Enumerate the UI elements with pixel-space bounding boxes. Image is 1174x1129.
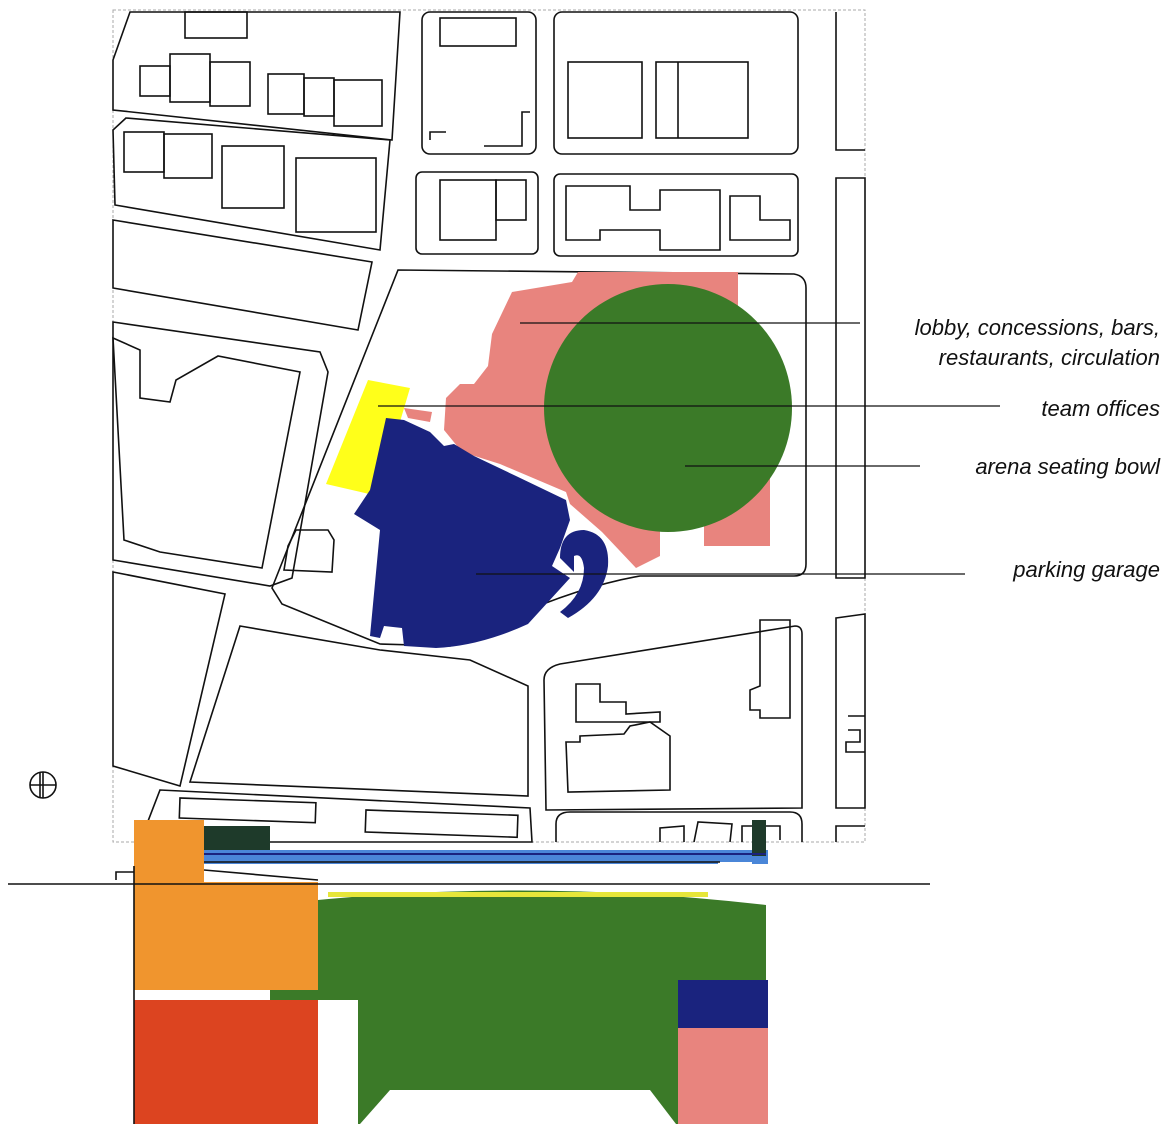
section-orange-block	[134, 820, 204, 990]
section-arena-bowl	[270, 890, 766, 1124]
program-areas	[326, 272, 792, 648]
arena-seating-bowl	[544, 284, 792, 532]
block-bottom-edge	[555, 811, 803, 842]
block-left-big	[112, 321, 329, 587]
label-lobby-line2: restaurants, circulation	[938, 345, 1160, 370]
block-top-middle	[421, 11, 537, 155]
city-blocks	[112, 11, 866, 843]
block-second-left	[112, 117, 391, 251]
section-blue-block	[678, 980, 768, 1028]
block-top-left	[112, 11, 401, 141]
section-drawing	[8, 820, 930, 1124]
section-dark-block	[204, 826, 270, 850]
block-right-strip	[835, 177, 866, 579]
team-offices-area	[326, 380, 410, 496]
section-yellow-line	[328, 892, 708, 897]
label-parking-garage: parking garage	[1013, 557, 1160, 582]
block-second-right	[553, 173, 799, 257]
block-bottom-middle	[188, 625, 529, 797]
label-lobby-line1: lobby, concessions, bars,	[914, 315, 1160, 340]
block-second-middle	[415, 171, 539, 255]
block-bottom-right	[543, 625, 803, 811]
label-lobby: lobby, concessions, bars, restaurants, c…	[915, 313, 1160, 373]
block-top-right	[553, 11, 799, 155]
block-bottom-right-strip	[835, 613, 866, 809]
parking-garage-area	[354, 418, 570, 648]
block-middle-left	[112, 219, 373, 331]
north-arrow-icon	[29, 771, 57, 799]
label-team-offices: team offices	[1041, 396, 1160, 421]
block-bottom-left	[112, 571, 226, 788]
label-arena-seating-bowl: arena seating bowl	[975, 454, 1160, 479]
leader-lines	[378, 322, 1000, 575]
